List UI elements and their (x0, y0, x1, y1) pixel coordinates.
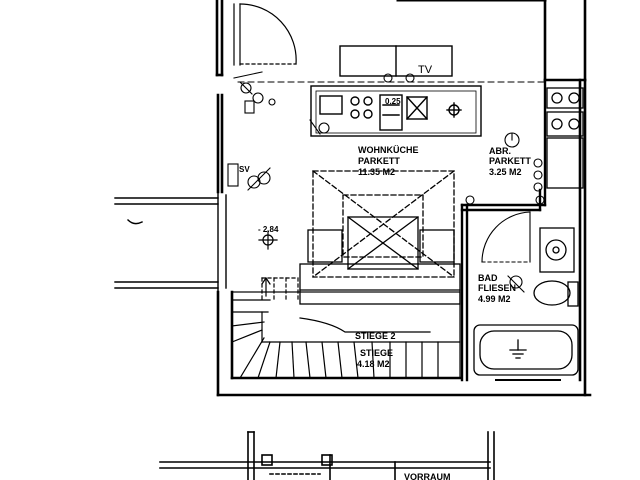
sink (319, 95, 343, 115)
balcony (114, 191, 227, 293)
abr-floor: PARKETT (489, 156, 531, 166)
bathroom-fixtures (473, 227, 579, 381)
wohnkueche-name: WOHNKÜCHE (358, 145, 419, 155)
bad-name: BAD (478, 273, 498, 283)
tv-unit (339, 45, 453, 77)
abr-name: ABR. (489, 146, 511, 156)
entry-door (233, 3, 297, 66)
abr-area: 3.25 M2 (489, 167, 522, 177)
burner (350, 96, 360, 106)
washbasin (539, 227, 575, 273)
wohnkueche-area: 11.35 M2 (358, 167, 395, 177)
staircase (231, 276, 461, 379)
vorraum-name: VORRAUM (404, 472, 451, 480)
bath-partition (460, 78, 547, 382)
wohnkueche-floor: PARKETT (358, 156, 400, 166)
counter-dim-label: 0.25 (385, 97, 401, 106)
right-appliances (546, 87, 584, 189)
bad-floor: FLIESEN (478, 283, 516, 293)
elevation-marker (258, 230, 278, 250)
bathtub (473, 324, 579, 376)
elevation-label: - 2.84 (258, 225, 279, 234)
kitchen-counter (310, 85, 482, 137)
toilet (533, 280, 571, 306)
stiege-area: 4.18 M2 (357, 359, 390, 369)
stair-void (299, 170, 461, 305)
lower-plan-fragment (159, 431, 495, 480)
stiege-name: STIEGE (360, 348, 393, 358)
electrical-symbols (227, 71, 545, 293)
stiege-label-upper: STIEGE 2 (355, 331, 396, 341)
bath-door (481, 211, 531, 263)
bad-area: 4.99 M2 (478, 294, 511, 304)
sv-label: SV (239, 165, 250, 174)
outer-walls (215, 0, 592, 397)
tv-label: TV (418, 64, 433, 76)
